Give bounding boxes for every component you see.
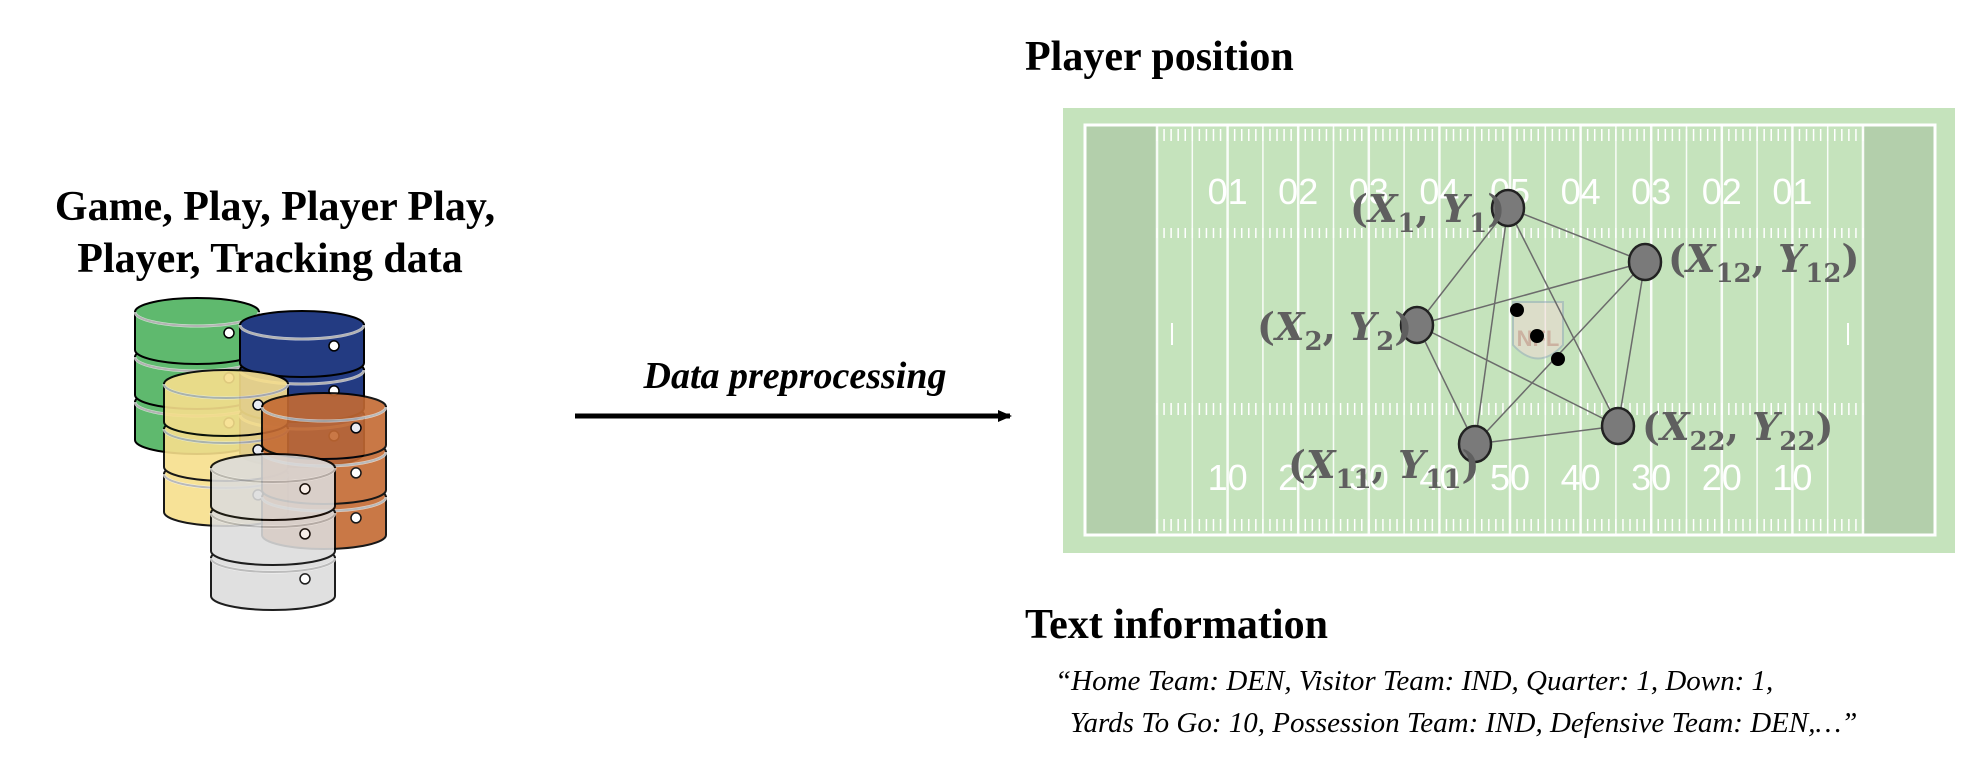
yard-number-bottom: 20	[1278, 457, 1318, 498]
yard-number-bottom: 30	[1349, 457, 1389, 498]
player-node	[1627, 242, 1663, 282]
player-edge	[1474, 425, 1619, 445]
player-position-title: Player position	[1025, 34, 1294, 80]
player-edge	[1416, 261, 1646, 326]
database-stack-icon	[133, 297, 388, 611]
sources-title-line1: Game, Play, Player Play,	[55, 184, 495, 230]
ball-marker	[1510, 303, 1524, 317]
yard-number-bottom: 10	[1208, 457, 1248, 498]
yard-number-bottom: 40	[1561, 457, 1601, 498]
player-node	[1490, 188, 1526, 228]
ball-marker	[1551, 352, 1565, 366]
yard-number-top: 03	[1349, 171, 1389, 212]
player-edge	[1416, 207, 1509, 326]
player-edge	[1507, 207, 1646, 263]
yard-number-bottom: 30	[1631, 457, 1671, 498]
ball-marker	[1530, 329, 1544, 343]
player-edge	[1617, 261, 1646, 427]
yard-number-bottom: 50	[1490, 457, 1530, 498]
yard-number-top: 01	[1208, 171, 1248, 212]
player-node	[1457, 424, 1493, 464]
player-edge	[1474, 207, 1509, 445]
yard-number-top: 02	[1702, 171, 1742, 212]
player-coordinate-label: (X1, Y1)	[1350, 186, 1505, 239]
sources-title-line2: Player, Tracking data	[77, 236, 462, 282]
text-information-line2: Yards To Go: 10, Possession Team: IND, D…	[1070, 707, 1857, 739]
yard-number-top: 04	[1561, 171, 1601, 212]
endzone-left	[1085, 125, 1157, 535]
player-edge	[1507, 207, 1619, 427]
player-node	[1600, 406, 1636, 446]
yard-number-top: 02	[1278, 171, 1318, 212]
text-information-line1: “Home Team: DEN, Visitor Team: IND, Quar…	[1055, 665, 1773, 697]
database-gray-icon	[209, 453, 337, 611]
yard-number-top: 03	[1631, 171, 1671, 212]
endzone-right	[1863, 125, 1935, 535]
player-coordinate-label: (X22, Y22)	[1642, 404, 1833, 457]
yard-number-top: 04	[1419, 171, 1459, 212]
yard-number-top: 01	[1772, 171, 1812, 212]
text-information-title: Text information	[1025, 602, 1328, 648]
player-edge	[1416, 324, 1619, 427]
yard-number-bottom: 10	[1772, 457, 1812, 498]
player-coordinate-label: (X2, Y2)	[1257, 304, 1412, 357]
yard-number-bottom: 40	[1419, 457, 1459, 498]
player-graph: (X1, Y1) (X12, Y12) (X2, Y2) (X22, Y22) (X11…	[1257, 186, 1859, 495]
arrow-label: Data preprocessing	[643, 355, 947, 397]
player-coordinate-label: (X12, Y12)	[1668, 236, 1859, 289]
player-coordinate-label: (X11, Y11)	[1288, 442, 1479, 495]
yard-number-bottom: 20	[1702, 457, 1742, 498]
football-field: 010203040504030201102030405040302010NFL	[1063, 108, 1955, 553]
player-node	[1399, 305, 1435, 345]
player-edge	[1416, 324, 1476, 445]
